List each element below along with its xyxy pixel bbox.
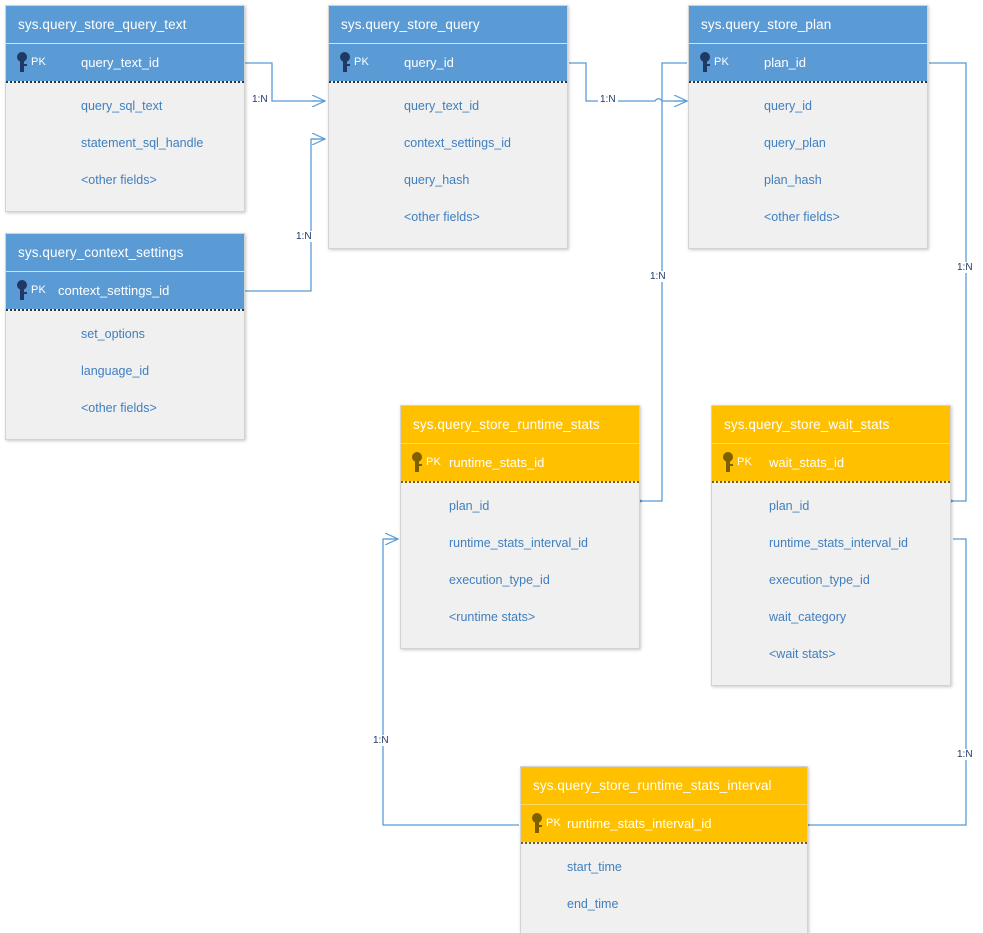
- pk-field-name: runtime_stats_interval_id: [567, 816, 712, 831]
- entity-field[interactable]: runtime_stats_interval_id: [449, 536, 588, 550]
- entity-query-store-wait-stats[interactable]: sys.query_store_wait_stats PK wait_stats…: [711, 405, 951, 686]
- entity-field[interactable]: language_id: [81, 364, 150, 378]
- pk-field-name: runtime_stats_id: [449, 455, 545, 470]
- cardinality-label-query-to-plan: 1:N: [598, 94, 618, 105]
- entity-query-store-plan[interactable]: sys.query_store_plan PK plan_id query_id…: [688, 5, 928, 249]
- entity-primary-key-row[interactable]: PK wait_stats_id: [712, 444, 950, 481]
- entity-field[interactable]: query_sql_text: [81, 99, 163, 113]
- key-icon: [17, 280, 27, 300]
- entity-title: sys.query_store_runtime_stats: [401, 406, 639, 444]
- entity-title: sys.query_store_runtime_stats_interval: [521, 767, 807, 805]
- entity-primary-key-row[interactable]: PK runtime_stats_interval_id: [521, 805, 807, 842]
- key-icon: [412, 452, 422, 472]
- pk-field-name: wait_stats_id: [769, 455, 845, 470]
- entity-field[interactable]: plan_id: [769, 499, 810, 513]
- entity-field[interactable]: statement_sql_handle: [81, 136, 204, 150]
- pk-field-name: plan_id: [764, 55, 806, 70]
- cardinality-label-plan-to-wait-stats: 1:N: [955, 262, 975, 273]
- entity-field[interactable]: <other fields>: [404, 210, 480, 224]
- entity-field[interactable]: query_id: [764, 99, 812, 113]
- entity-title: sys.query_store_plan: [689, 6, 927, 44]
- entity-field[interactable]: wait_category: [769, 610, 847, 624]
- pk-badge: PK: [354, 56, 370, 68]
- connector-plan-to-runtime-stats: [642, 62, 687, 501]
- entity-field-list: query_sql_text statement_sql_handle <oth…: [6, 81, 244, 211]
- entity-field[interactable]: end_time: [567, 897, 619, 911]
- cardinality-label-query-text-to-query: 1:N: [250, 94, 270, 105]
- pk-badge: PK: [31, 284, 47, 296]
- entity-title: sys.query_context_settings: [6, 234, 244, 272]
- entity-field-list: plan_id runtime_stats_interval_id execut…: [712, 481, 950, 685]
- cardinality-label-interval-to-runtime-stats: 1:N: [371, 735, 391, 746]
- entity-field[interactable]: <other fields>: [764, 210, 840, 224]
- entity-field[interactable]: query_text_id: [404, 99, 480, 113]
- entity-query-store-runtime-stats-interval[interactable]: sys.query_store_runtime_stats_interval P…: [520, 766, 808, 933]
- entity-field[interactable]: <other fields>: [81, 401, 157, 415]
- entity-field[interactable]: runtime_stats_interval_id: [769, 536, 908, 550]
- entity-field[interactable]: set_options: [81, 327, 145, 341]
- entity-title: sys.query_store_wait_stats: [712, 406, 950, 444]
- pk-field-name: context_settings_id: [58, 283, 170, 298]
- entity-query-store-query-text[interactable]: sys.query_store_query_text PK query_text…: [5, 5, 245, 212]
- entity-title: sys.query_store_query: [329, 6, 567, 44]
- cardinality-label-plan-to-runtime-stats: 1:N: [648, 271, 668, 282]
- entity-primary-key-row[interactable]: PK context_settings_id: [6, 272, 244, 309]
- entity-query-store-runtime-stats[interactable]: sys.query_store_runtime_stats PK runtime…: [400, 405, 640, 649]
- entity-field[interactable]: execution_type_id: [769, 573, 870, 587]
- connector-query-to-plan: [569, 62, 687, 101]
- cardinality-label-context-settings-to-query: 1:N: [294, 231, 314, 242]
- key-icon: [532, 813, 542, 833]
- key-icon: [723, 452, 733, 472]
- entity-title: sys.query_store_query_text: [6, 6, 244, 44]
- entity-field[interactable]: start_time: [567, 860, 622, 874]
- entity-field[interactable]: plan_hash: [764, 173, 822, 187]
- entity-field-list: start_time end_time: [521, 842, 807, 933]
- key-icon: [340, 52, 350, 72]
- entity-field[interactable]: <wait stats>: [769, 647, 836, 661]
- pk-badge: PK: [714, 56, 730, 68]
- entity-field[interactable]: execution_type_id: [449, 573, 550, 587]
- entity-field[interactable]: query_plan: [764, 136, 826, 150]
- pk-field-name: query_text_id: [81, 55, 160, 70]
- entity-field-list: set_options language_id <other fields>: [6, 309, 244, 439]
- entity-query-context-settings[interactable]: sys.query_context_settings PK context_se…: [5, 233, 245, 440]
- entity-field[interactable]: query_hash: [404, 173, 470, 187]
- entity-primary-key-row[interactable]: PK query_id: [329, 44, 567, 81]
- entity-field[interactable]: <other fields>: [81, 173, 157, 187]
- pk-field-name: query_id: [404, 55, 454, 70]
- pk-badge: PK: [546, 817, 562, 829]
- entity-field[interactable]: <runtime stats>: [449, 610, 536, 624]
- entity-field-list: query_text_id context_settings_id query_…: [329, 81, 567, 248]
- entity-field[interactable]: plan_id: [449, 499, 490, 513]
- entity-field[interactable]: context_settings_id: [404, 136, 512, 150]
- entity-primary-key-row[interactable]: PK plan_id: [689, 44, 927, 81]
- pk-badge: PK: [31, 56, 47, 68]
- cardinality-label-interval-to-wait-stats: 1:N: [955, 749, 975, 760]
- key-icon: [700, 52, 710, 72]
- pk-badge: PK: [426, 456, 442, 468]
- entity-primary-key-row[interactable]: PK runtime_stats_id: [401, 444, 639, 481]
- entity-query-store-query[interactable]: sys.query_store_query PK query_id query_…: [328, 5, 568, 249]
- key-icon: [17, 52, 27, 72]
- entity-primary-key-row[interactable]: PK query_text_id: [6, 44, 244, 81]
- entity-field-list: query_id query_plan plan_hash <other fie…: [689, 81, 927, 248]
- connector-context-settings-to-query: [245, 139, 325, 292]
- pk-badge: PK: [737, 456, 753, 468]
- entity-field-list: plan_id runtime_stats_interval_id execut…: [401, 481, 639, 648]
